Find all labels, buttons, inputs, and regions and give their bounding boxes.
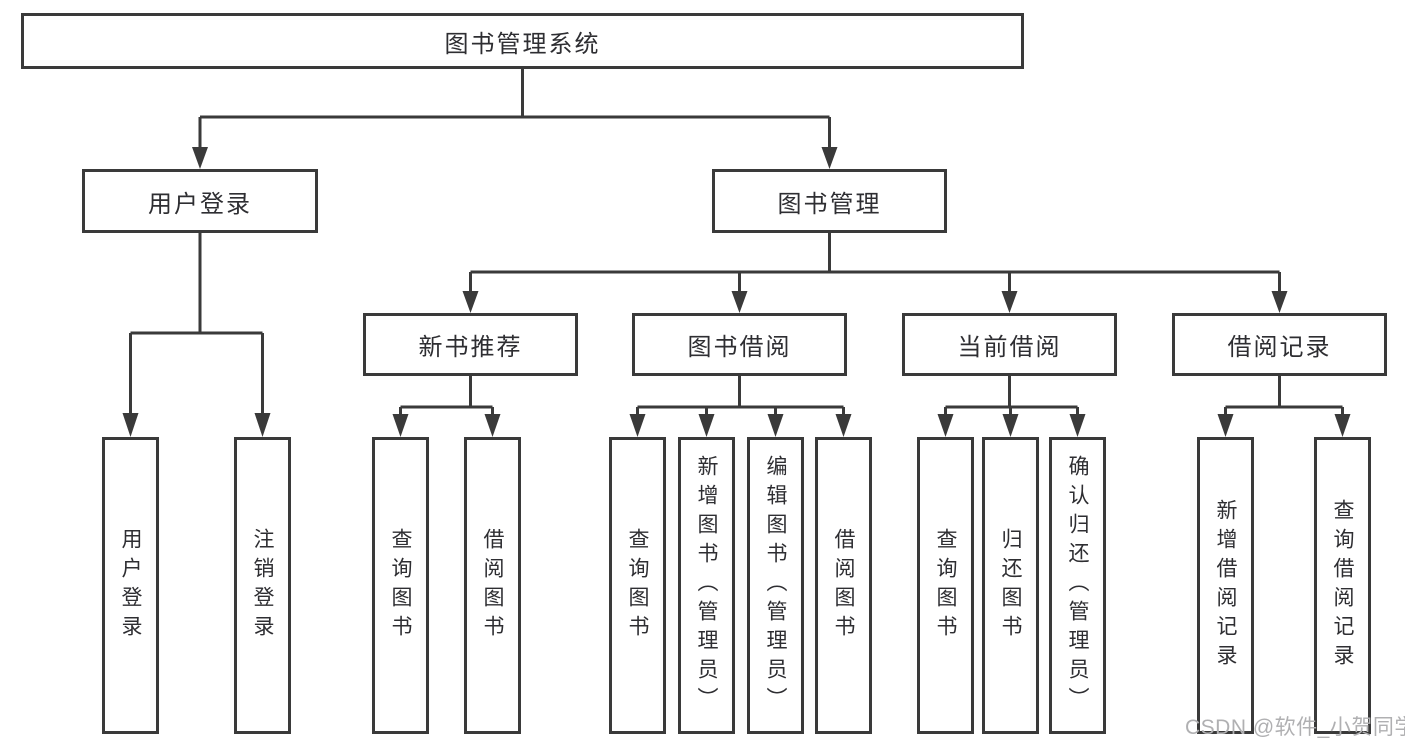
borrow-record-leaf-connectors [1217, 374, 1351, 437]
user-login-branch-node: 用户登录 [82, 169, 318, 233]
level2-connectors [192, 68, 838, 169]
level3-connectors [462, 231, 1288, 313]
leaf-borrow-books-recommend: 借阅图书 [464, 437, 521, 734]
leaf-return-book: 归还图书 [982, 437, 1039, 734]
leaf-logout: 注销登录 [234, 437, 291, 734]
leaf-add-book-admin: 新增图书（管理员） [678, 437, 735, 734]
leaf-user-login: 用户登录 [102, 437, 159, 734]
leaf-edit-book-admin: 编辑图书（管理员） [747, 437, 804, 734]
leaf-query-borrow-record: 查询借阅记录 [1314, 437, 1371, 734]
leaf-query-books-borrow: 查询图书 [609, 437, 666, 734]
leaf-add-borrow-record: 新增借阅记录 [1197, 437, 1254, 734]
system-root-node: 图书管理系统 [21, 13, 1024, 69]
leaf-query-books-recommend: 查询图书 [372, 437, 429, 734]
current-borrow-node: 当前借阅 [902, 313, 1117, 376]
user-login-leaf-connectors [122, 231, 271, 437]
current-borrow-leaf-connectors [937, 374, 1086, 437]
book-borrow-node: 图书借阅 [632, 313, 847, 376]
new-book-recommend-node: 新书推荐 [363, 313, 578, 376]
new-book-leaf-connectors [392, 374, 501, 437]
watermark: CSDN @软件_小贺同学 [1185, 716, 1405, 739]
borrow-records-node: 借阅记录 [1172, 313, 1387, 376]
book-borrow-leaf-connectors [629, 374, 852, 437]
leaf-confirm-return-admin: 确认归还（管理员） [1049, 437, 1106, 734]
book-management-branch-node: 图书管理 [712, 169, 947, 233]
leaf-borrow-books: 借阅图书 [815, 437, 872, 734]
leaf-query-books-current: 查询图书 [917, 437, 974, 734]
